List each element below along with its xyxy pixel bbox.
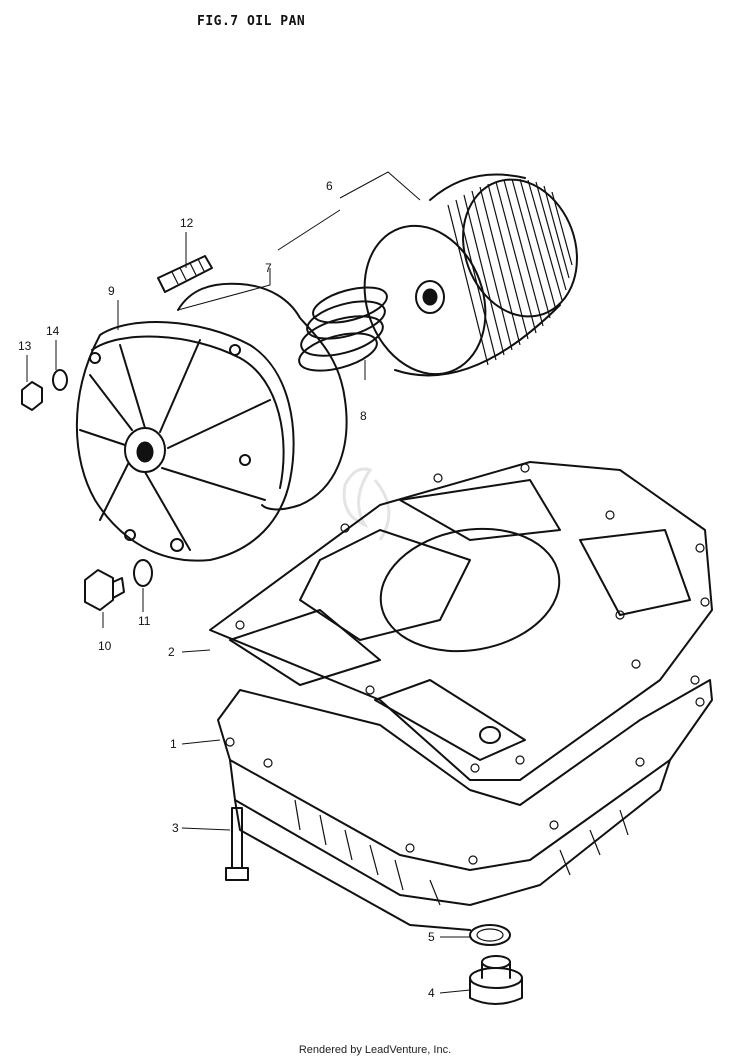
washer-14-drawing xyxy=(52,369,68,391)
spring-drawing xyxy=(298,286,388,372)
callout-4: 4 xyxy=(428,986,435,1000)
rendered-by-footer: Rendered by LeadVenture, Inc. xyxy=(298,1044,452,1056)
washer-11-drawing xyxy=(133,559,153,587)
gasket-drawing xyxy=(209,461,713,781)
callout-2: 2 xyxy=(168,645,175,659)
bolt-13-drawing xyxy=(21,381,43,411)
callout-1: 1 xyxy=(170,737,177,751)
stud-drawing xyxy=(157,255,213,293)
figure-title: FIG.7 OIL PAN xyxy=(197,14,306,29)
bolt-3-drawing xyxy=(225,807,249,881)
callout-12: 12 xyxy=(180,216,194,230)
callout-11: 11 xyxy=(138,614,151,628)
drain-plug-drawing xyxy=(469,955,523,1005)
callout-3: 3 xyxy=(172,821,179,835)
callout-6: 6 xyxy=(326,179,333,193)
bolt-10-drawing xyxy=(84,569,125,611)
callout-14: 14 xyxy=(46,324,60,338)
callout-9: 9 xyxy=(108,284,115,298)
callout-10: 10 xyxy=(98,639,112,653)
callout-7: 7 xyxy=(265,261,272,275)
callout-8: 8 xyxy=(360,409,367,423)
oil-filter-drawing xyxy=(363,173,578,377)
callout-13: 13 xyxy=(18,339,32,353)
cover-o-ring-drawing xyxy=(177,282,348,511)
callout-5: 5 xyxy=(428,930,435,944)
filter-cover-drawing xyxy=(75,321,295,562)
watermark-logo xyxy=(342,467,391,541)
oil-pan-drawing xyxy=(217,675,713,931)
leader-lines xyxy=(26,171,471,994)
washer-5-drawing xyxy=(469,924,511,946)
